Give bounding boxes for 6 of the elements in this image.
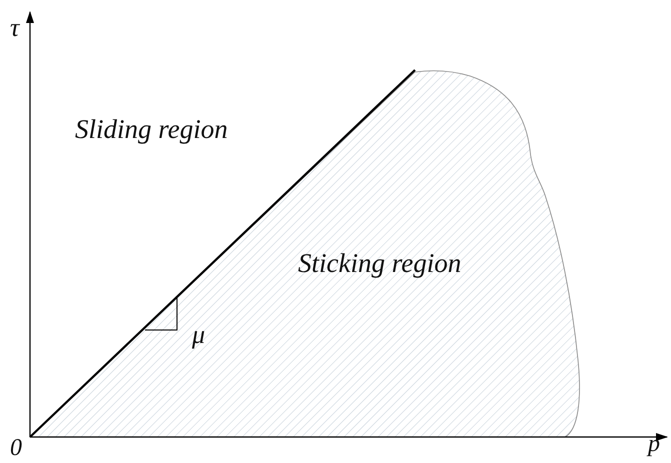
region-label: Sticking region [298,250,462,277]
slope-label: μ [192,322,206,348]
region-label: Sliding region [75,116,228,143]
axis-label: τ [10,15,20,41]
origin-label: 0 [10,436,22,460]
axis-label: p [648,432,660,456]
